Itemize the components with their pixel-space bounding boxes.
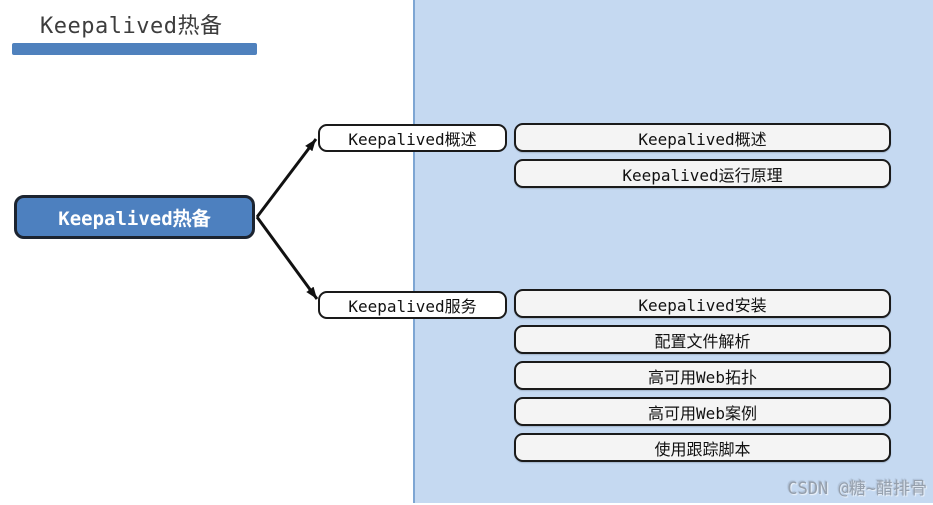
leaf-node-config-parse: 配置文件解析 (514, 325, 891, 354)
root-node-keepalived: Keepalived热备 (14, 195, 255, 239)
arrow-to-overview (255, 138, 318, 218)
leaf-node-track-script: 使用跟踪脚本 (514, 433, 891, 462)
csdn-watermark: CSDN @糖~醋排骨 (787, 479, 927, 499)
page-title: Keepalived热备 (40, 14, 223, 39)
title-underline-bar (12, 43, 257, 55)
leaf-node-overview: Keepalived概述 (514, 123, 891, 152)
leaf-node-web-case: 高可用Web案例 (514, 397, 891, 426)
leaf-node-web-topology: 高可用Web拓扑 (514, 361, 891, 390)
arrow-to-service (255, 216, 319, 300)
leaf-node-install: Keepalived安装 (514, 289, 891, 318)
leaf-node-principle: Keepalived运行原理 (514, 159, 891, 188)
content-panel (413, 0, 933, 503)
branch-node-overview: Keepalived概述 (318, 124, 507, 152)
branch-node-service: Keepalived服务 (318, 291, 507, 319)
